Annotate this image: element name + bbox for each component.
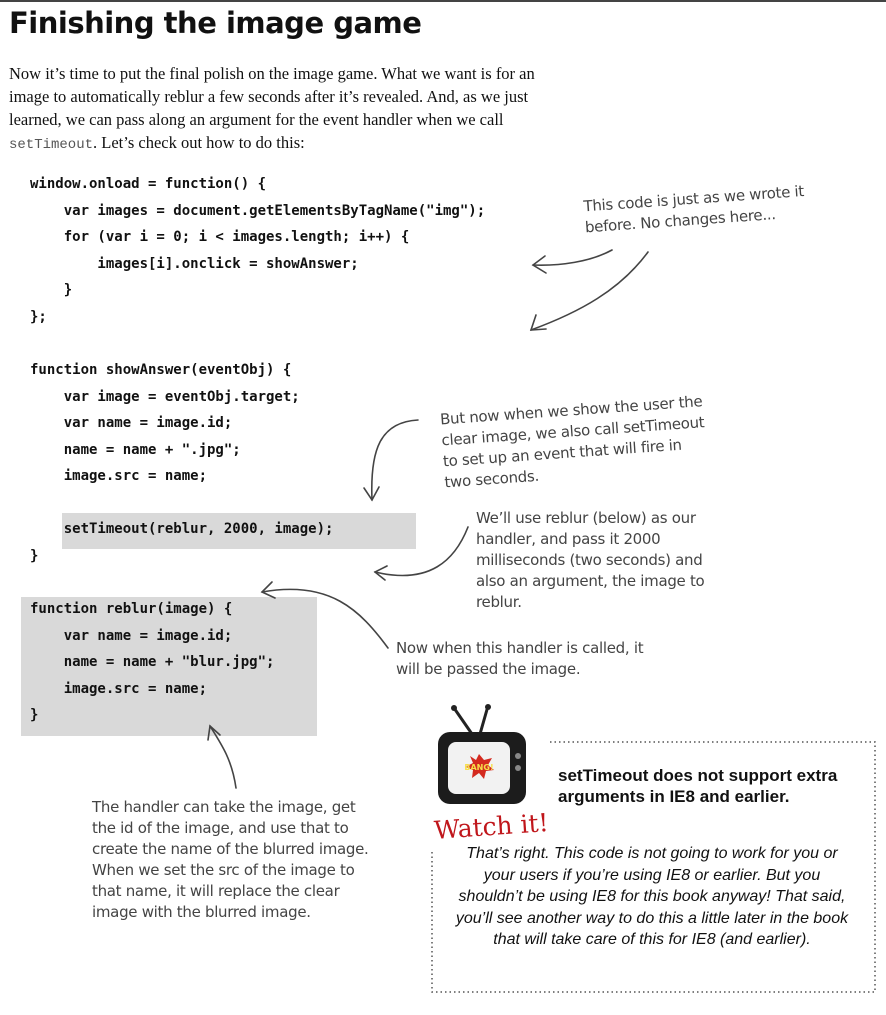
code-line: var name = image.id; xyxy=(30,627,233,644)
code-line: var image = eventObj.target; xyxy=(30,388,300,405)
arrow-passed-image xyxy=(261,588,389,649)
code-line: var images = document.getElementsByTagNa… xyxy=(30,202,486,219)
intro-text-before: Now it’s time to put the final polish on… xyxy=(9,64,535,129)
settimeout-highlight xyxy=(62,513,416,549)
code-block-reblur: function reblur(image) { var name = imag… xyxy=(30,596,274,729)
code-line: }; xyxy=(30,308,47,325)
code-block-onload: window.onload = function() { var images … xyxy=(30,171,485,330)
code-block-showanswer: function showAnswer(eventObj) { var imag… xyxy=(30,357,333,569)
code-line: image.src = name; xyxy=(30,468,208,484)
watch-it-border xyxy=(431,741,876,993)
code-line: image.src = name; xyxy=(30,680,208,697)
page-title: Finishing the image game xyxy=(9,6,422,40)
code-line: function showAnswer(eventObj) { xyxy=(30,362,292,378)
annotation-handler-explain: The handler can take the image, get the … xyxy=(92,798,369,921)
reblur-function-highlight xyxy=(21,597,317,736)
code-line: name = name + "blur.jpg"; xyxy=(30,654,275,670)
arrowhead xyxy=(529,314,547,331)
arrow-settimeout xyxy=(370,419,419,501)
code-line: setTimeout(reblur, 2000, image); xyxy=(30,521,334,537)
arrowhead xyxy=(373,565,388,581)
intro-inline-code: setTimeout xyxy=(9,137,94,153)
code-line: images[i].onclick = showAnswer; xyxy=(30,255,359,272)
code-line: window.onload = function() { xyxy=(30,176,267,192)
intro-paragraph: Now it’s time to put the final polish on… xyxy=(9,62,569,157)
watch-it-heading: setTimeout does not support extra argume… xyxy=(558,766,838,806)
top-rule xyxy=(0,0,886,2)
bang-badge: BANG! xyxy=(464,763,493,772)
arrowhead xyxy=(531,255,547,274)
watch-it-body: That’s right. This code is not going to … xyxy=(455,845,849,948)
annotation-passed-image: Now when this handler is called, it will… xyxy=(396,639,644,678)
code-line: } xyxy=(30,282,73,298)
arrow-reblur-handler xyxy=(374,526,469,577)
code-line: var name = image.id; xyxy=(30,415,233,431)
code-line: name = name + ".jpg"; xyxy=(30,441,241,458)
annotation-reblur-handler: We’ll use reblur (below) as our handler,… xyxy=(476,509,705,611)
arrow-handler-explain xyxy=(209,725,237,789)
code-line: } xyxy=(30,707,39,723)
arrowhead xyxy=(260,581,276,599)
arrowhead xyxy=(207,724,221,741)
intro-text-after: . Let’s check out how to do this: xyxy=(93,133,305,152)
code-line: function reblur(image) { xyxy=(30,601,233,617)
tv-icon: BANG! xyxy=(438,704,526,804)
arrow-no-changes-1 xyxy=(532,249,613,266)
code-line: } xyxy=(30,547,39,564)
arrow-no-changes-2 xyxy=(530,251,649,331)
code-line: for (var i = 0; i < images.length; i++) … xyxy=(30,229,410,245)
arrowhead xyxy=(363,486,380,502)
